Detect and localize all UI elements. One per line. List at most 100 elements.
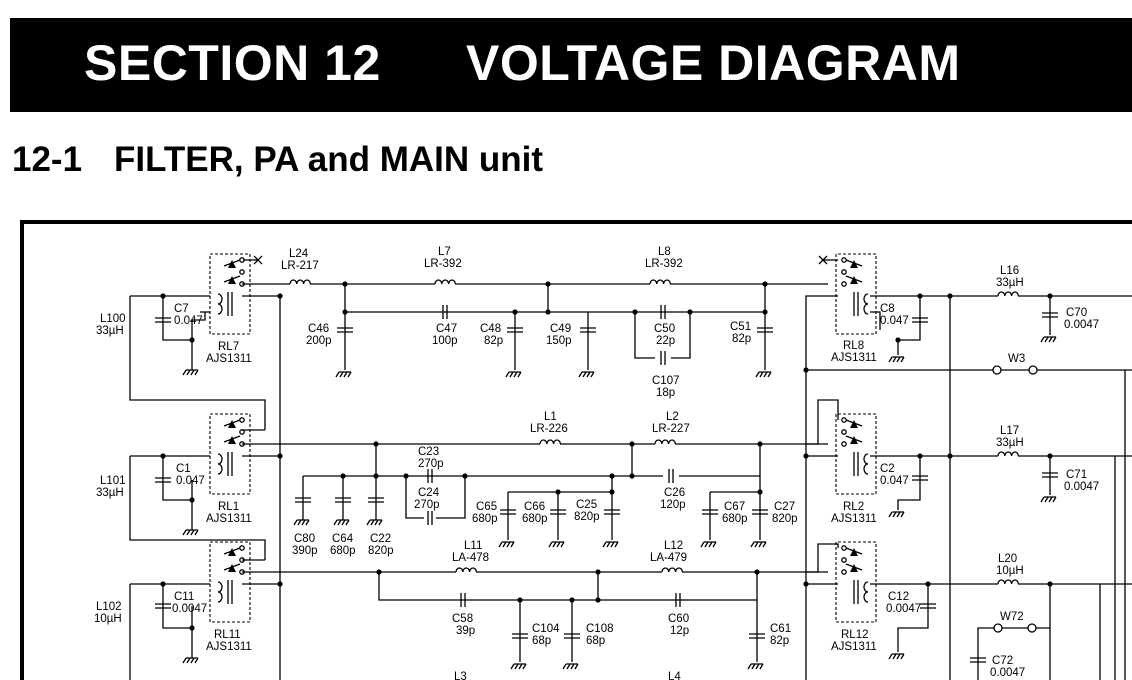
label-l24: L24 <box>289 248 309 260</box>
relay-rl8 <box>835 253 877 335</box>
label-l12: L12 <box>664 540 683 552</box>
value-l7: LR-392 <box>424 258 462 270</box>
subsection-number: 12-1 <box>12 140 83 179</box>
value-c70: 0.0047 <box>1064 319 1099 331</box>
value-l24: LR-217 <box>281 260 319 272</box>
value-c80: 390p <box>292 545 318 557</box>
label-c104: C104 <box>532 623 560 635</box>
label-c2: C2 <box>880 463 895 475</box>
value-l17: 33µH <box>996 437 1024 449</box>
label-rl2: RL2 <box>843 501 864 513</box>
value-c71: 0.0047 <box>1064 481 1099 493</box>
section-title: VOLTAGE DIAGRAM <box>466 35 961 91</box>
label-l101: L101 <box>100 475 126 487</box>
value-l2: LR-227 <box>652 423 690 435</box>
value-c60: 12p <box>670 625 689 637</box>
value-l11: LA-478 <box>452 552 489 564</box>
label-c64: C64 <box>332 533 354 545</box>
label-c50: C50 <box>654 323 675 335</box>
label-l17: L17 <box>1000 425 1019 437</box>
label-c24: C24 <box>418 487 440 499</box>
label-l7: L7 <box>438 246 451 258</box>
label-c65: C65 <box>476 501 497 513</box>
label-c46: C46 <box>308 323 329 335</box>
label-c47: C47 <box>436 323 457 335</box>
value-c107: 18p <box>656 387 675 399</box>
value-l12: LA-479 <box>650 552 687 564</box>
value-l20: 10µH <box>996 565 1024 577</box>
value-c7: 0.047 <box>174 315 203 327</box>
value-l16: 33µH <box>996 277 1024 289</box>
value-c25: 820p <box>574 511 600 523</box>
label-rl1: RL1 <box>218 501 239 513</box>
label-c72: C72 <box>992 655 1013 667</box>
label-c67: C67 <box>724 501 745 513</box>
label-c7: C7 <box>174 303 189 315</box>
section-banner: SECTION 12 VOLTAGE DIAGRAM <box>10 18 1132 112</box>
label-rl7: RL7 <box>218 341 239 353</box>
value-c46: 200p <box>306 335 332 347</box>
label-rl8: RL8 <box>843 340 864 352</box>
value-c64: 680p <box>330 545 356 557</box>
value-rl8: AJS1311 <box>831 352 877 364</box>
value-c26: 120p <box>660 499 686 511</box>
value-c24: 270p <box>414 499 440 511</box>
relay-rl1 <box>209 413 251 495</box>
label-l1: L1 <box>544 411 557 423</box>
label-c26: C26 <box>664 487 685 499</box>
label-c107: C107 <box>652 375 680 387</box>
value-l101: 33µH <box>96 487 124 499</box>
value-c12: 0.0047 <box>886 603 921 615</box>
value-c49: 150p <box>546 335 572 347</box>
label-c23: C23 <box>418 446 439 458</box>
component-labels: L24 LR-217 L7 LR-392 L8 LR-392 L16 33µH … <box>94 246 1099 680</box>
label-rl11: RL11 <box>214 629 241 641</box>
label-c60: C60 <box>668 613 689 625</box>
relay-rl11 <box>209 541 251 623</box>
label-c48: C48 <box>480 323 501 335</box>
subsection-title: FILTER, PA and MAIN unit <box>114 140 544 179</box>
label-l4: L4 <box>668 671 681 680</box>
label-c22: C22 <box>370 533 391 545</box>
label-l8: L8 <box>658 246 671 258</box>
value-c108: 68p <box>586 635 605 647</box>
label-c58: C58 <box>452 613 473 625</box>
value-c61: 82p <box>770 635 789 647</box>
value-c22: 820p <box>368 545 394 557</box>
value-c2: 0.047 <box>880 475 909 487</box>
label-c8: C8 <box>880 303 895 315</box>
label-l102: L102 <box>96 601 122 613</box>
value-rl11: AJS1311 <box>206 641 252 653</box>
value-c50: 22p <box>656 335 675 347</box>
value-c47: 100p <box>432 335 458 347</box>
value-c48: 82p <box>484 335 503 347</box>
value-l102: 10µH <box>94 613 122 625</box>
label-l3: L3 <box>454 671 467 680</box>
label-c61: C61 <box>770 623 791 635</box>
value-l1: LR-226 <box>530 423 568 435</box>
value-c8: 0.047 <box>880 315 909 327</box>
value-l8: LR-392 <box>645 258 683 270</box>
value-c65: 680p <box>472 513 498 525</box>
value-c58: 39p <box>456 625 475 637</box>
label-c70: C70 <box>1066 307 1087 319</box>
value-c27: 820p <box>772 513 798 525</box>
label-c27: C27 <box>774 501 795 513</box>
label-c11: C11 <box>174 591 194 603</box>
value-rl2: AJS1311 <box>831 513 877 525</box>
value-c1: 0.047 <box>176 475 205 487</box>
label-l100: L100 <box>100 313 126 325</box>
value-c67: 680p <box>722 513 748 525</box>
value-c104: 68p <box>532 635 551 647</box>
value-c11: 0.0047 <box>172 603 207 615</box>
label-l20: L20 <box>998 553 1017 565</box>
label-w72: W72 <box>1000 611 1024 623</box>
label-c80: C80 <box>294 533 315 545</box>
relay-rl7 <box>209 253 251 335</box>
value-c72: 0.0047 <box>990 667 1025 679</box>
value-c66: 680p <box>522 513 548 525</box>
section-number: SECTION 12 <box>84 35 381 91</box>
relay-rl2 <box>835 413 877 495</box>
label-l11: L11 <box>464 540 482 552</box>
label-rl12: RL12 <box>841 629 869 641</box>
